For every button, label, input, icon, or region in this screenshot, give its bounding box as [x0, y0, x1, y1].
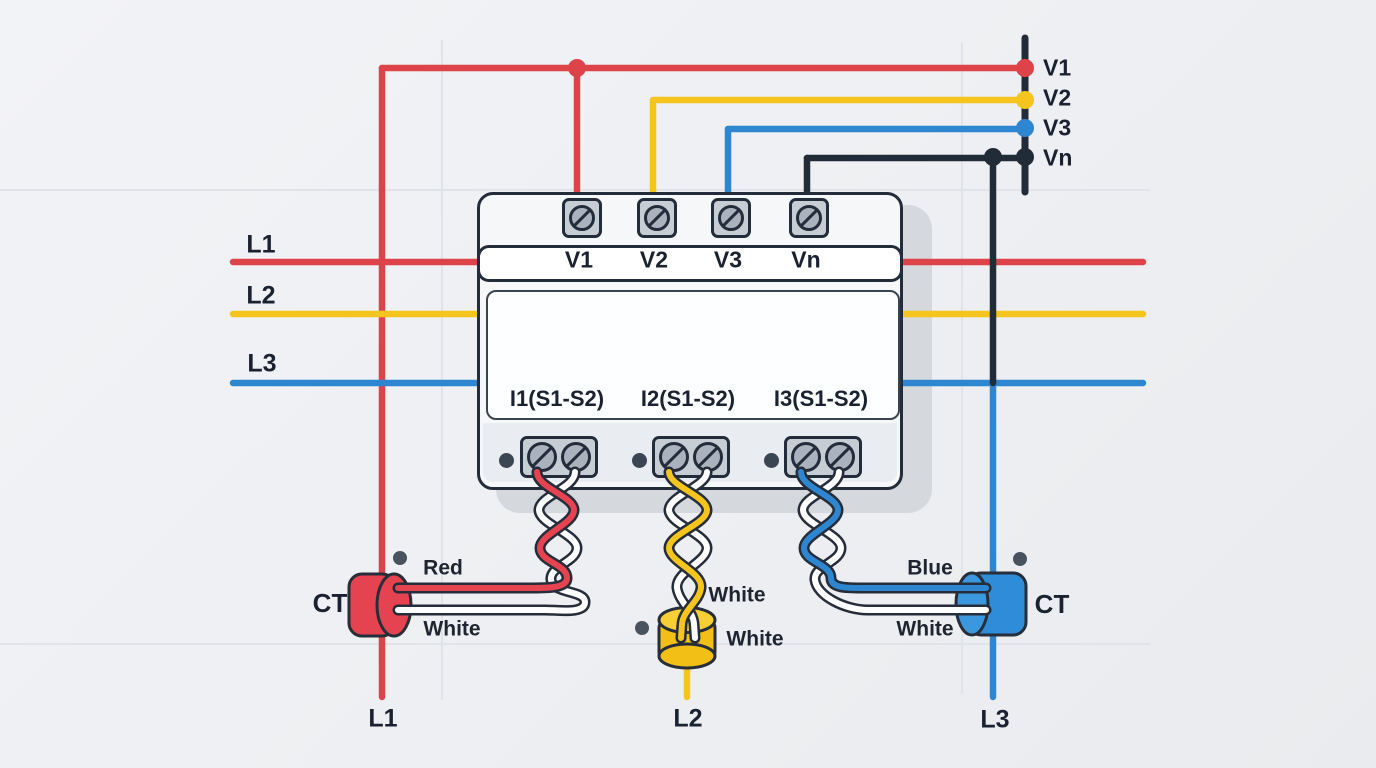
- meter-terminal-label-vn: Vn: [791, 246, 821, 273]
- wire-label-red: Red: [423, 556, 463, 580]
- terminal-screw-v1: [562, 198, 602, 238]
- bus-label-v2: V2: [1043, 84, 1072, 111]
- ct-left-white-wire: [392, 466, 591, 617]
- ct-right-label: CT: [1034, 589, 1070, 619]
- screw-icon: [718, 205, 744, 231]
- junction-dots: [568, 59, 1034, 166]
- bus-label-vn: Vn: [1043, 144, 1073, 171]
- terminal-screw-v2: [637, 198, 677, 238]
- ct-right-blue-wire: [795, 466, 992, 594]
- screw-icon: [644, 205, 670, 231]
- screw-icon: [791, 442, 821, 472]
- terminal-block-i3: [784, 436, 862, 478]
- ct-middle-white-wire: [663, 466, 713, 644]
- polarity-dot-i3: [764, 453, 779, 468]
- phase-label-bottom-l1: L1: [368, 704, 398, 733]
- energy-meter: [477, 192, 903, 490]
- phase-label-left-l2: L2: [246, 281, 276, 310]
- meter-terminal-label-i1: I1(S1-S2): [509, 386, 605, 411]
- screw-icon: [569, 205, 595, 231]
- polarity-dot-i2: [632, 453, 647, 468]
- ct-polarity-dots: [393, 551, 1027, 635]
- wire-label-white-mid-1: White: [708, 583, 766, 607]
- meter-terminal-label-v1: V1: [564, 246, 594, 273]
- screw-icon: [796, 205, 822, 231]
- ct-right-transformer: [954, 571, 1028, 637]
- bus-label-v1: V1: [1043, 54, 1072, 81]
- meter-terminal-label-v2: V2: [639, 246, 669, 273]
- ct-right-white-wire: [797, 466, 992, 616]
- meter-terminal-label-i3: I3(S1-S2): [773, 386, 869, 411]
- ct-left-label: CT: [312, 588, 348, 618]
- meter-display-panel: [486, 290, 900, 420]
- voltage-terminal-band: [477, 245, 903, 282]
- phase-label-left-l3: L3: [247, 349, 277, 378]
- phase-label-left-l1: L1: [246, 230, 276, 259]
- wire-label-white-left: White: [423, 617, 481, 641]
- terminal-block-i1: [520, 436, 598, 478]
- ct-middle-yellow-wire: [663, 466, 713, 644]
- wire-label-white-mid-2: White: [726, 627, 784, 651]
- meter-terminal-label-i2: I2(S1-S2): [640, 386, 736, 411]
- phase-label-bottom-l2: L2: [673, 704, 703, 733]
- meter-terminal-label-v3: V3: [713, 246, 743, 273]
- ct-left-red-wire: [392, 466, 580, 594]
- phase-label-bottom-l3: L3: [980, 705, 1010, 734]
- bus-label-v3: V3: [1043, 114, 1072, 141]
- wire-label-white-right: White: [896, 617, 954, 641]
- wire-label-blue: Blue: [907, 556, 953, 580]
- terminal-screw-vn: [789, 198, 829, 238]
- polarity-dot-i1: [499, 453, 514, 468]
- terminal-screw-v3: [711, 198, 751, 238]
